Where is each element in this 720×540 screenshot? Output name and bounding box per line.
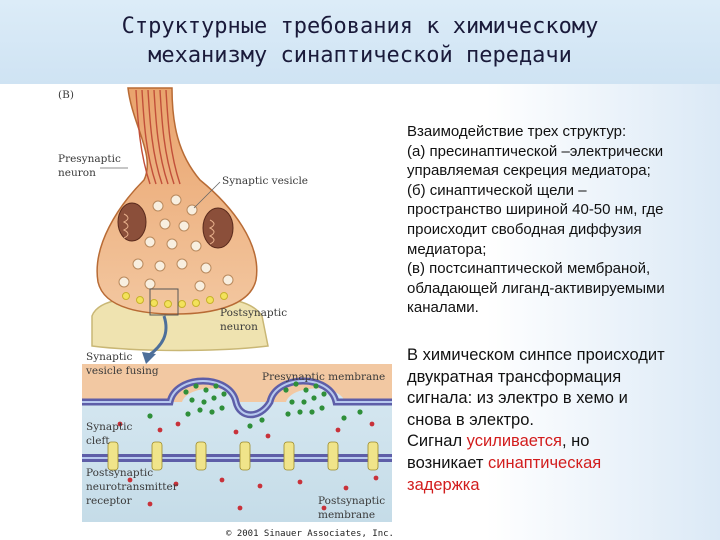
structures-line-3: управляемая секреция медиатора; xyxy=(407,162,651,180)
structures-line-10: каналами. xyxy=(407,299,479,317)
label-presynaptic-membrane: Presynaptic membrane xyxy=(262,371,385,383)
label-synaptic-cleft-2: cleft xyxy=(86,435,110,447)
transformation-paragraph: В химическом синпсе происходит двукратна… xyxy=(407,345,719,496)
amplified-highlight: усиливается xyxy=(466,432,562,451)
label-postsynaptic-neuron-2: neuron xyxy=(220,321,258,333)
text-panel-background xyxy=(395,84,720,540)
presynaptic-membrane-inner xyxy=(82,380,392,416)
label-receptor-1: Postsynaptic xyxy=(86,467,153,479)
structures-line-5: пространство шириной 40-50 нм, где xyxy=(407,201,664,219)
title-band xyxy=(0,0,720,84)
presynaptic-cytoplasm xyxy=(82,364,392,402)
postsynaptic-membrane-inner xyxy=(82,457,392,459)
but-word: , но xyxy=(561,432,590,451)
title-line-2: механизму синаптической передачи xyxy=(148,43,572,68)
transformation-line-2: двукратная трансформация xyxy=(407,367,622,386)
slide-title: Структурные требования к химическому мех… xyxy=(60,12,660,70)
label-vesicle-fusing-2: vesicle fusing xyxy=(85,365,159,377)
structures-line-1: Взаимодействие трех структур: xyxy=(407,123,627,140)
label-synaptic-cleft-1: Synaptic xyxy=(86,421,132,433)
synapse-figure: (B) Presynaptic neuron Synapt xyxy=(58,87,394,539)
label-vesicle-fusing-1: Synaptic xyxy=(86,351,132,363)
structures-line-8: (в) постсинаптической мембраной, xyxy=(407,260,651,278)
label-receptor-3: receptor xyxy=(86,495,133,507)
neurotransmitter-receptors xyxy=(107,441,379,471)
structures-line-4: (б) синаптической щели – xyxy=(407,181,587,199)
transformation-line-3: сигнала: из электро в хемо и xyxy=(407,389,628,408)
transformation-line-5: Сигнал усиливается, но xyxy=(407,431,719,453)
zoom-box xyxy=(149,288,179,316)
synaptic-highlight: синаптическая xyxy=(488,453,602,472)
label-presynaptic-neuron-2: neuron xyxy=(58,167,96,179)
panel-letter: (B) xyxy=(58,89,74,101)
axon-microtubules xyxy=(135,89,181,185)
structures-line-6: происходит свободная диффузия xyxy=(407,220,642,238)
leader-vesicle xyxy=(193,181,221,209)
transformation-line-4: снова в электро. xyxy=(407,410,534,429)
label-receptor-2: neurotransmitter xyxy=(86,481,179,493)
structures-line-2: (а) пресинаптической –электрически xyxy=(407,142,664,160)
label-postsynaptic-membrane-1: Postsynaptic xyxy=(318,495,385,507)
neurotransmitter-green xyxy=(147,381,363,429)
mitochondria xyxy=(117,202,234,249)
label-postsynaptic-neuron-1: Postsynaptic xyxy=(220,307,287,319)
structures-line-9: обладающей лиганд-активируемыми xyxy=(407,279,665,297)
title-line-1: Структурные требования к химическому xyxy=(121,14,599,39)
arises-word: возникает xyxy=(407,453,488,472)
neurotransmitter-red xyxy=(117,421,379,511)
label-presynaptic-neuron-1: Presynaptic xyxy=(58,153,121,165)
signal-word: Сигнал xyxy=(407,432,467,451)
label-postsynaptic-membrane-2: membrane xyxy=(318,509,375,521)
synaptic-vesicles xyxy=(118,194,234,292)
zoom-arrow-head xyxy=(142,352,156,364)
structures-line-7: медиатора; xyxy=(407,240,487,258)
transformation-line-6: возникает синаптическая xyxy=(407,453,719,475)
label-synaptic-vesicle: Synaptic vesicle xyxy=(222,175,308,187)
structures-paragraph: Взаимодействие трех структур: (а) пресин… xyxy=(407,122,719,318)
transformation-line-1: В химическом синпсе происходит xyxy=(407,346,665,364)
figure-copyright: © 2001 Sinauer Associates, Inc. xyxy=(226,529,394,539)
delay-highlight: задержка xyxy=(407,475,480,494)
